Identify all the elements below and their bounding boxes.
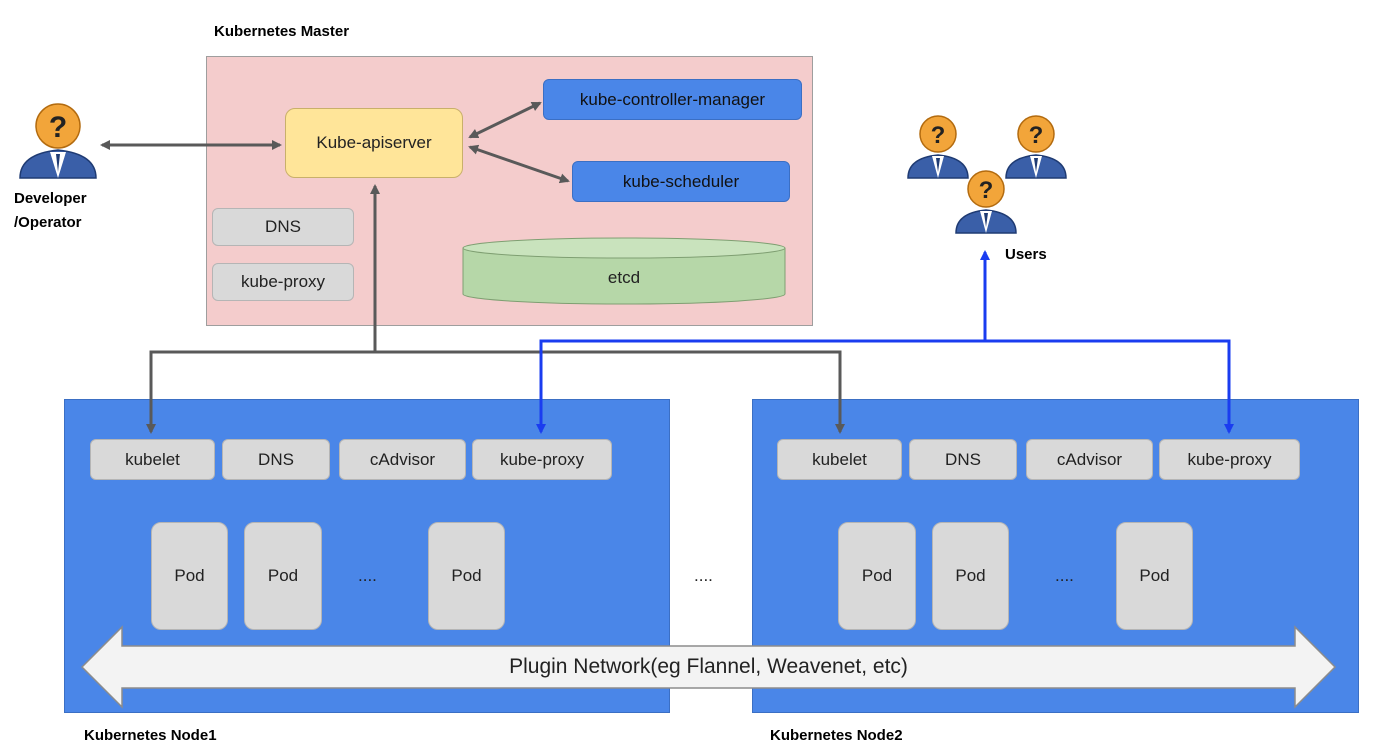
developer-label-line1: Developer [14, 190, 87, 207]
node1-title: Kubernetes Node1 [84, 727, 217, 744]
svg-text:?: ? [1029, 122, 1044, 149]
user-question-icon: ? [955, 170, 1017, 234]
etcd-label: etcd [607, 268, 641, 287]
node2-pod-1[interactable]: Pod [838, 522, 916, 630]
master-dns-box[interactable]: DNS [212, 208, 354, 246]
svg-text:?: ? [49, 111, 67, 144]
user-question-icon: ? [907, 115, 969, 179]
users-label: Users [1005, 246, 1047, 263]
user-question-icon: ? [1005, 115, 1067, 179]
node1-kube-proxy-box[interactable]: kube-proxy [472, 439, 612, 480]
svg-text:?: ? [931, 122, 946, 149]
node2-kubelet-box[interactable]: kubelet [777, 439, 902, 480]
node1-cadvisor-box[interactable]: cAdvisor [339, 439, 466, 480]
between-nodes-ellipsis: .... [694, 566, 713, 585]
kube-controller-manager-box[interactable]: kube-controller-manager [543, 79, 802, 120]
apiserver-scheduler-arrow [468, 144, 570, 184]
svg-text:?: ? [979, 177, 994, 204]
node2-pod-ellipsis: .... [1055, 566, 1074, 585]
user-question-icon: ? [19, 103, 97, 179]
node2-dns-box[interactable]: DNS [909, 439, 1017, 480]
node2-pod-3[interactable]: Pod [1116, 522, 1193, 630]
node1-pod-ellipsis: .... [358, 566, 377, 585]
node1-kubelet-box[interactable]: kubelet [90, 439, 215, 480]
master-title: Kubernetes Master [214, 23, 350, 40]
master-kube-proxy-box[interactable]: kube-proxy [212, 263, 354, 301]
node2-title: Kubernetes Node2 [770, 727, 903, 744]
node1-pod-3[interactable]: Pod [428, 522, 505, 630]
apiserver-controller-arrow [468, 101, 542, 139]
node2-pod-2[interactable]: Pod [932, 522, 1009, 630]
kube-scheduler-box[interactable]: kube-scheduler [572, 161, 790, 202]
plugin-network-label: Plugin Network(eg Flannel, Weavenet, etc… [509, 655, 908, 678]
developer-label-line2: /Operator [14, 214, 82, 231]
node1-dns-box[interactable]: DNS [222, 439, 330, 480]
node1-pod-2[interactable]: Pod [244, 522, 322, 630]
node1-pod-1[interactable]: Pod [151, 522, 228, 630]
plugin-network-arrow [80, 625, 1337, 709]
node2-kube-proxy-box[interactable]: kube-proxy [1159, 439, 1300, 480]
kube-apiserver-box[interactable]: Kube-apiserver [285, 108, 463, 178]
node2-cadvisor-box[interactable]: cAdvisor [1026, 439, 1153, 480]
